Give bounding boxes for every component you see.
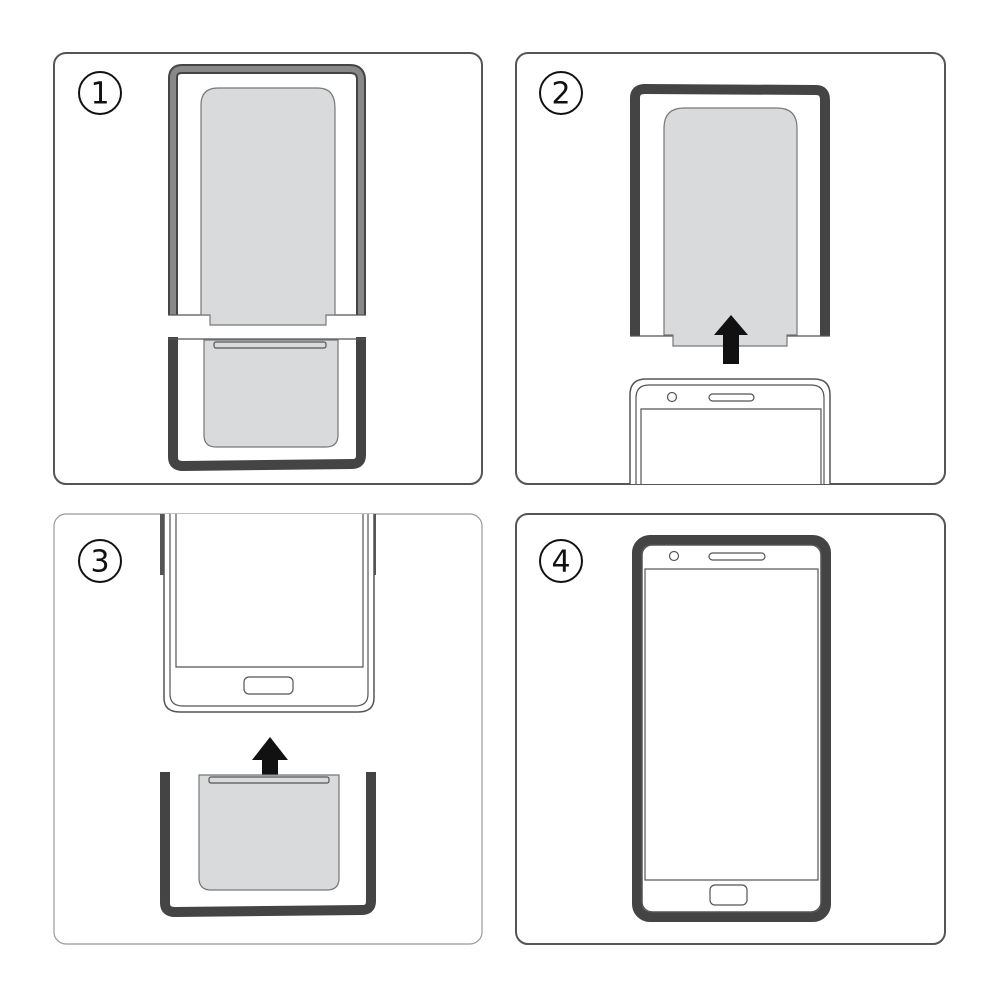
step-2-badge: 2 (539, 71, 583, 115)
case (632, 535, 831, 922)
step-4-badge: 4 (539, 539, 583, 583)
step-number: 1 (90, 77, 109, 112)
phone (629, 378, 831, 484)
protector-sheet-top (200, 87, 336, 326)
speaker-grille (708, 393, 755, 402)
sheet-strip (213, 341, 327, 349)
camera-icon (668, 550, 680, 562)
case-bottom-half (160, 772, 376, 917)
protector-sheet (198, 774, 340, 891)
case-top-half (630, 84, 830, 336)
phone-in-case (632, 535, 831, 922)
step-1-panel: 1 (53, 52, 483, 485)
home-button (709, 884, 748, 906)
phone-screen (640, 408, 822, 484)
step-number: 4 (551, 545, 570, 580)
home-button (243, 676, 294, 695)
step-1-badge: 1 (78, 71, 122, 115)
step-4-panel: 4 (515, 513, 946, 945)
arrow-up-icon (252, 737, 288, 790)
step-number: 2 (551, 77, 570, 112)
phone-screen (644, 568, 819, 881)
step-3-badge: 3 (78, 539, 122, 583)
sheet-strip (208, 776, 330, 784)
step-number: 3 (90, 545, 109, 580)
camera-icon (666, 391, 678, 403)
protector-sheet (663, 107, 798, 347)
arrow-up-icon (714, 315, 748, 364)
phone-screen (175, 514, 364, 668)
step-2-panel: 2 (515, 52, 946, 485)
speaker-grille (708, 552, 766, 561)
protector-sheet-bottom (203, 339, 339, 448)
phone (163, 514, 375, 713)
case-bottom-half (168, 337, 366, 471)
step-3-panel: 3 (53, 513, 483, 945)
